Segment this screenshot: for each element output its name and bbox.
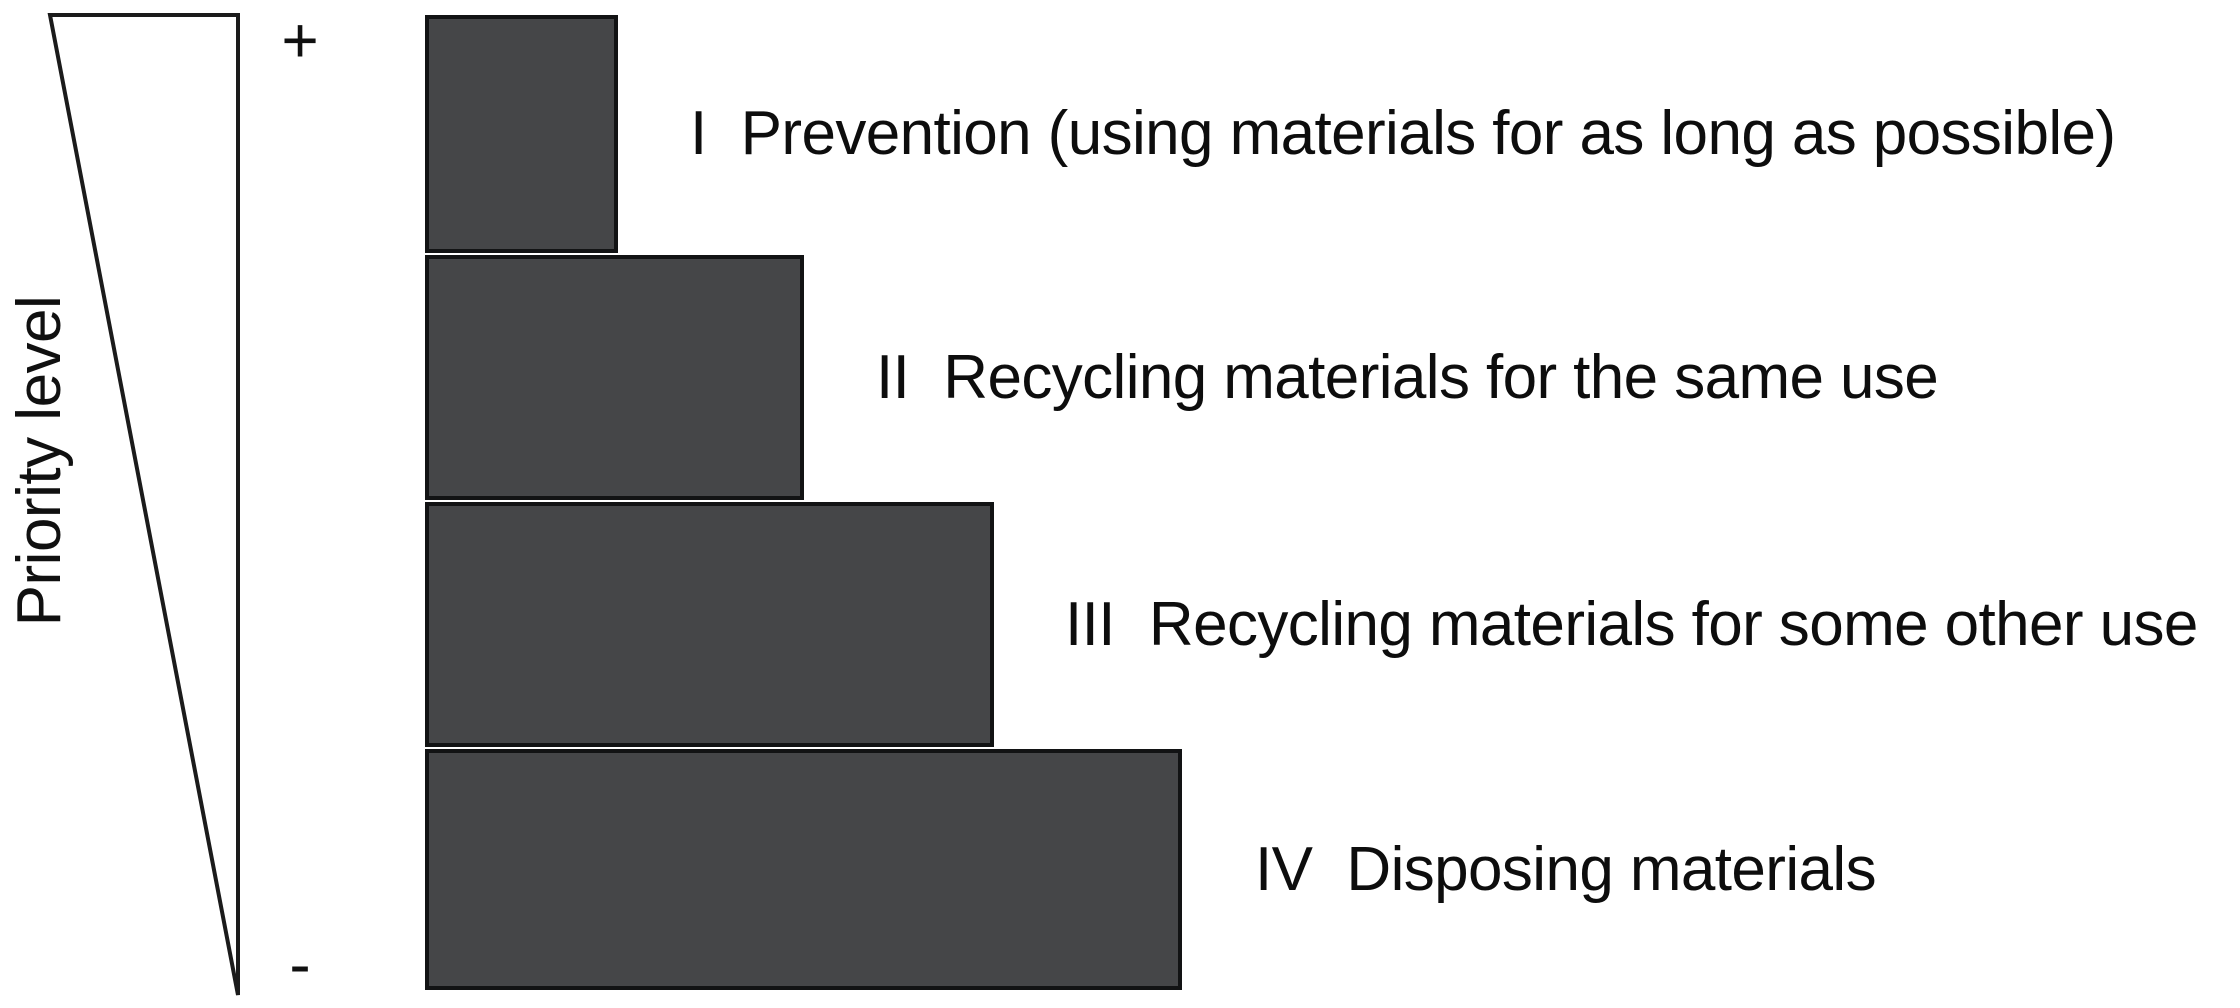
step-label-i: I Prevention (using materials for as lon… [690,15,2116,253]
priority-axis-group: Priority level + - [0,0,340,1008]
step-numeral-i: I [690,99,707,168]
hierarchy-step-ii: II Recycling materials for the same use [0,255,2240,500]
step-numeral-iv: IV [1255,834,1313,904]
step-bar-ii [425,255,804,500]
hierarchy-step-i: I Prevention (using materials for as lon… [0,15,2240,253]
priority-wedge-icon [47,13,240,996]
step-text-iii: Recycling materials for some other use [1148,589,2198,659]
step-text-i: Prevention (using materials for as long … [740,99,2116,168]
hierarchy-step-iv: IV Disposing materials [0,749,2240,990]
axis-high-priority-symbol: + [281,4,319,76]
step-bar-iv [425,749,1182,990]
step-label-iii: III Recycling materials for some other u… [1065,502,2198,747]
step-numeral-ii: II [876,342,910,412]
step-label-iv: IV Disposing materials [1255,749,1877,990]
step-numeral-iii: III [1065,589,1115,659]
step-text-ii: Recycling materials for the same use [943,342,1939,412]
step-label-ii: II Recycling materials for the same use [876,255,1939,500]
step-bar-i [425,15,618,253]
step-bar-iii [425,502,994,747]
hierarchy-step-iii: III Recycling materials for some other u… [0,502,2240,747]
axis-low-priority-symbol: - [289,928,311,1000]
step-text-iv: Disposing materials [1346,834,1876,904]
